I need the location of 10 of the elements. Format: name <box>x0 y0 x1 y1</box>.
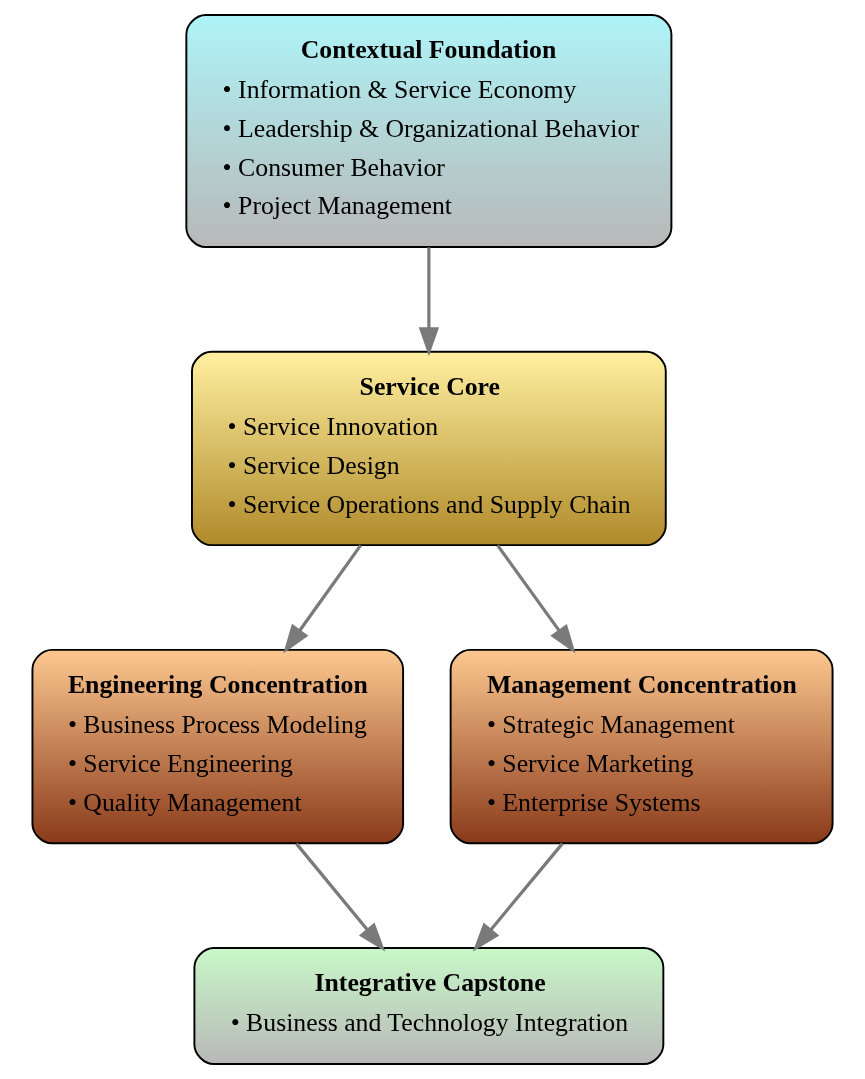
node-box: Engineering Concentration • Business Process Modeling • Service Engineering • Quality Management <box>31 648 405 845</box>
node-box: Contextual Foundation • Information & Service Economy • Leadership & Organizational Behavior • Consumer Behavior • Project Management <box>185 14 673 248</box>
node-box: Integrative Capstone • Business and Technology Integration <box>193 947 665 1065</box>
node-box: Service Core • Service Innovation • Service Design • Service Operations and Supply Chain <box>191 350 667 547</box>
arrow <box>295 842 386 952</box>
arrow <box>418 247 440 357</box>
arrow <box>283 544 362 654</box>
arrow <box>472 842 564 952</box>
node-box: Management Concentration • Strategic Management • Service Marketing • Enterprise Systems <box>449 648 834 845</box>
arrow <box>496 544 576 654</box>
